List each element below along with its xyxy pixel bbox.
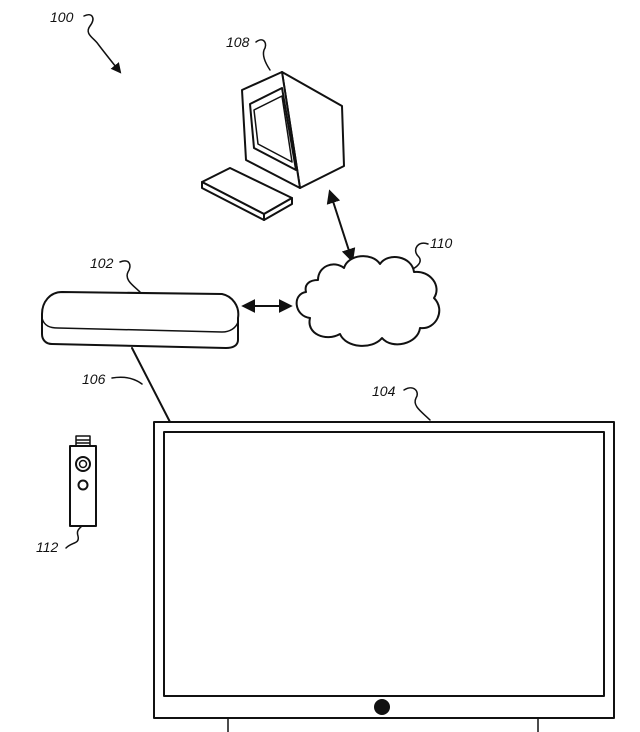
network-label: 110: [430, 235, 453, 251]
keyboard-side: [263, 197, 293, 221]
remote-leader: [65, 525, 83, 549]
computer-label: 108: [226, 34, 250, 50]
remote-button-large: [75, 456, 91, 472]
cable-line: [131, 347, 171, 423]
streaming-device-leader: [119, 260, 141, 293]
remote-button-inner: [78, 459, 88, 469]
system-arrow: [83, 14, 122, 74]
system-reference: 100: [50, 9, 122, 74]
cloud-outline: [295, 255, 441, 347]
television: 104: [153, 383, 615, 732]
device-edge: [41, 317, 239, 333]
remote-label: 112: [36, 539, 59, 555]
cable-label: 106: [82, 371, 106, 387]
remote-tip: [75, 435, 91, 447]
monitor-screen-inner: [253, 95, 293, 163]
television-label: 104: [372, 383, 396, 399]
cable: 106: [82, 347, 171, 423]
computer: 108: [201, 34, 345, 221]
streaming-device: 102: [41, 255, 240, 349]
computer-network-link: [326, 189, 356, 263]
tv-power-button: [374, 699, 390, 715]
streaming-device-label: 102: [90, 255, 114, 271]
tv-stand: [227, 717, 539, 732]
cable-leader: [111, 376, 143, 385]
device-body: [41, 291, 240, 349]
system-label: 100: [50, 9, 74, 25]
computer-leader: [255, 39, 271, 71]
remote-control: 112: [36, 435, 97, 555]
network-cloud: 110: [295, 235, 453, 347]
television-leader: [403, 387, 431, 421]
remote-button-small: [77, 479, 89, 491]
network-leader: [409, 242, 429, 271]
tv-screen: [163, 431, 605, 697]
